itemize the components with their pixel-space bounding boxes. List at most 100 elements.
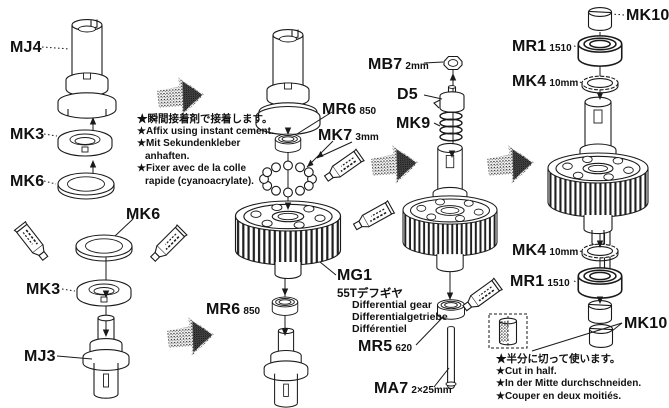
cement-tube-icon: [350, 200, 396, 234]
note-line: ★Affix using instant cement.: [137, 125, 274, 137]
mr1-bearing-bottom: [577, 267, 623, 299]
part-label-mj4: MJ4: [10, 39, 42, 57]
part-size: 2×25mm: [411, 385, 452, 396]
part-code: MG1: [337, 267, 373, 284]
mk10-part-bottom-2: [588, 324, 614, 348]
mj4-part: [57, 18, 117, 119]
cement-tube-icon: [13, 220, 52, 264]
part-code: MK10: [624, 315, 668, 332]
part-code: MR6: [322, 101, 357, 118]
mk9-spring: [439, 111, 463, 142]
step-arrow-icon: [166, 315, 216, 358]
part-size: 850: [243, 306, 261, 317]
mk7-pointer-arrowheads: [307, 151, 324, 167]
mg1-name-french: Différentiel: [352, 323, 407, 335]
part-label-mk6-left: MK6: [10, 173, 44, 191]
leader-lines: [41, 13, 625, 388]
mj3-mk3-assembly: [263, 327, 309, 408]
cement-tube-icon: [321, 148, 365, 186]
mg1-name-japanese: 55Tデフギヤ: [337, 288, 403, 300]
mk6-part-upper: [57, 172, 115, 200]
mg1-name-english: Differential gear: [352, 299, 432, 311]
step-arrow-icon: [486, 143, 536, 186]
part-label-mk10-bottom: MK10: [624, 315, 667, 333]
note-line: ★半分に切って使います。: [496, 353, 621, 365]
part-code: MR6: [206, 301, 241, 318]
part-code: MK4: [512, 242, 547, 259]
note-line: ★Couper en deux moitiés.: [496, 390, 622, 402]
part-label-mj3: MJ3: [24, 348, 56, 366]
part-code: MK3: [10, 126, 45, 143]
part-size: 10mm: [549, 247, 579, 258]
step-arrow-icon: [370, 143, 420, 186]
mr6-bearing-upper: [274, 133, 302, 153]
note-line: rapide (cyanoacrylate).: [145, 175, 254, 187]
insertion-arrowheads: [89, 73, 604, 337]
diff-assembly-step4: [548, 97, 648, 246]
part-label-mk3-upper: MK3: [10, 126, 44, 144]
mb7-nut: [443, 55, 463, 71]
part-code: MK10: [626, 7, 669, 24]
note-line: ★Fixer avec de la colle: [137, 163, 247, 174]
cut-in-half-inset: [488, 313, 528, 349]
part-code: MK4: [512, 73, 547, 90]
note-line: ★Mit Sekundenkleber: [137, 138, 241, 149]
part-code: MR1: [512, 38, 547, 55]
part-label-mg1: MG1: [337, 267, 372, 285]
cement-tube-icon: [147, 224, 188, 265]
mk3-part-upper: [57, 129, 113, 157]
step-arrow-icon: [156, 75, 206, 118]
part-label-mk6-mid: MK6: [126, 206, 160, 224]
note-line: ★Cut in half.: [496, 365, 557, 377]
part-code: MK7: [318, 127, 353, 144]
part-size: 1510: [549, 43, 572, 54]
part-label-mk3-lower: MK3: [26, 281, 60, 299]
mk6-part-lower: [75, 234, 133, 262]
part-code: MK6: [126, 206, 161, 223]
part-code: MR1: [510, 273, 545, 290]
mr6-bearing-lower: [271, 296, 299, 316]
part-size: 10mm: [549, 78, 579, 89]
part-size: 1510: [547, 278, 570, 289]
part-code: MJ4: [10, 39, 42, 56]
part-label-d5: D5: [397, 86, 418, 104]
part-size: 2mm: [405, 61, 429, 72]
mg1-name-german: Differentialgetriebe: [352, 311, 448, 323]
part-code: MB7: [368, 56, 403, 73]
part-code: D5: [397, 86, 418, 103]
part-code: MR5: [358, 338, 393, 355]
part-code: MA7: [374, 380, 409, 397]
part-size: 3mm: [355, 132, 379, 143]
note-line: ★瞬間接着剤で接着します。: [137, 113, 273, 125]
part-size: 850: [359, 106, 377, 117]
part-label-mk10-top: MK10: [626, 7, 669, 25]
part-label-mk9: MK9: [396, 115, 430, 133]
mr1-bearing-top: [577, 35, 623, 67]
mk10-part-bottom-1: [587, 300, 613, 324]
cement-note: ★瞬間接着剤で接着します。 ★Affix using instant cemen…: [137, 113, 274, 188]
part-code: MK6: [10, 173, 45, 190]
cement-tube-icon: [459, 277, 503, 315]
part-code: MK9: [396, 115, 431, 132]
mk7-balls: [259, 160, 317, 198]
note-line: anhaften.: [145, 150, 190, 162]
mk10-part-top: [587, 7, 613, 31]
cut-note: ★半分に切って使います。 ★Cut in half. ★In der Mitte…: [496, 353, 641, 403]
part-size: 620: [395, 343, 413, 354]
mg1-gear: [234, 200, 342, 280]
d5-part: [433, 85, 465, 113]
part-code: MJ3: [24, 348, 56, 365]
mk4-ring-top: [581, 75, 619, 94]
